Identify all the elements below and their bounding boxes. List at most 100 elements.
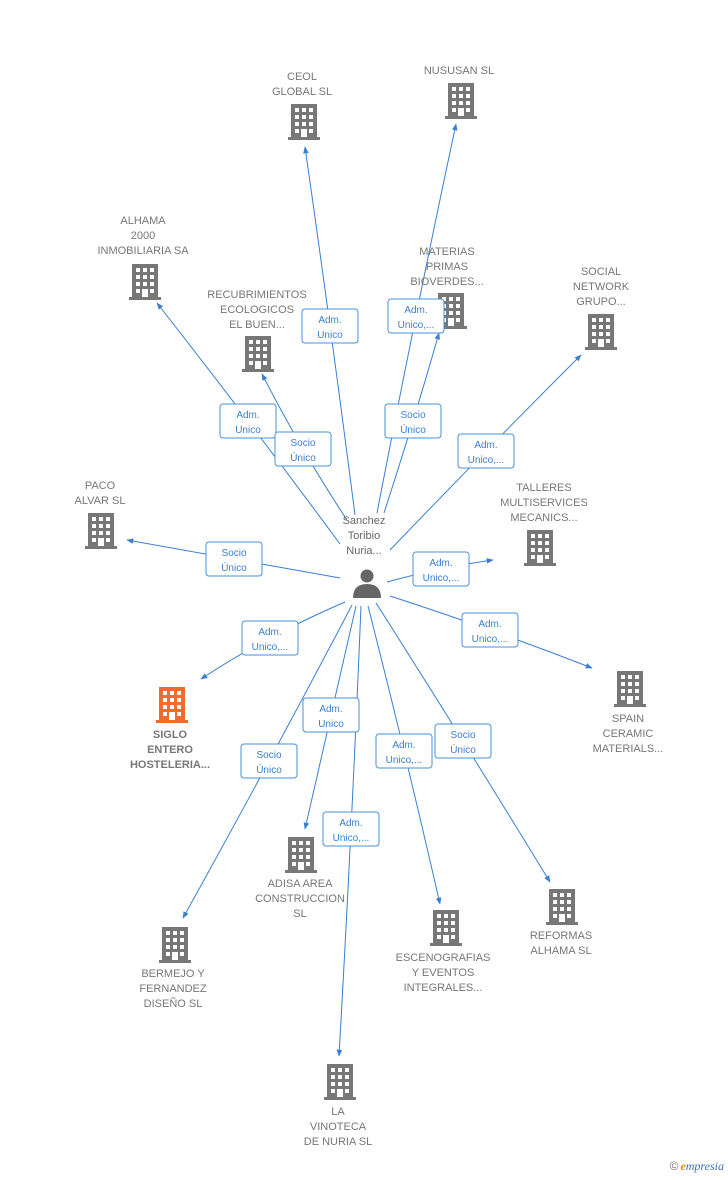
company-node-materias[interactable]: MATERIASPRIMASBIOVERDES...	[410, 246, 484, 329]
company-label-line: ALHAMA	[120, 215, 166, 227]
building-icon	[524, 530, 556, 566]
relation-text-line: Unico,...	[398, 320, 435, 331]
company-node-social[interactable]: SOCIALNETWORKGRUPO...	[573, 266, 630, 350]
company-label-line: RECUBRIMIENTOS	[207, 289, 306, 301]
company-label-line: ENTERO	[147, 744, 193, 756]
relation-text-line: Unico,...	[252, 642, 289, 653]
company-label-line: BERMEJO Y	[141, 968, 205, 980]
relation-text-line: Unico,...	[386, 755, 423, 766]
building-icon	[324, 1064, 356, 1100]
relation-text-line: Unico,...	[423, 573, 460, 584]
company-label-line: ADISA AREA	[268, 878, 333, 890]
company-label-line: TALLERES	[516, 482, 571, 494]
company-label-line: BIOVERDES...	[410, 276, 483, 288]
relation-label-spain[interactable]: Adm. Unico,...	[461, 612, 519, 648]
relation-label-ceol[interactable]: Adm.Unico	[301, 308, 359, 344]
relation-text-line: Socio	[256, 750, 281, 761]
company-label-line: PRIMAS	[426, 261, 468, 273]
building-icon	[430, 910, 462, 946]
relation-text-line: Único	[221, 561, 247, 574]
company-node-siglo[interactable]: SIGLO ENTERO HOSTELERIA...	[130, 687, 210, 771]
company-node-nususan[interactable]: NUSUSAN SL	[424, 65, 494, 119]
company-label-line: DISEÑO SL	[144, 997, 203, 1010]
relation-label-adisa[interactable]: Adm. Unico	[302, 697, 360, 733]
relation-label-siglo[interactable]: Adm.Unico,...	[241, 620, 299, 656]
building-icon	[156, 687, 188, 723]
company-label-line: MATERIALS...	[593, 743, 664, 755]
company-label-line: ECOLOGICOS	[220, 304, 294, 316]
company-label-line: HOSTELERIA...	[130, 759, 210, 771]
building-icon	[288, 104, 320, 140]
relation-text-line: Adm.	[319, 704, 342, 715]
company-label-line: INTEGRALES...	[404, 982, 483, 994]
relation-text-line: Único	[400, 423, 426, 436]
company-label-line: NETWORK	[573, 281, 630, 293]
company-label-line: 2000	[131, 230, 155, 242]
relation-label-nususan[interactable]: Adm. Unico,...	[387, 298, 445, 334]
relation-label-alhama2000[interactable]: Adm.Unico	[219, 403, 277, 439]
relation-text-line: Adm.	[478, 619, 501, 630]
company-label-line: SL	[293, 908, 306, 920]
relation-text-line: Socio	[290, 438, 315, 449]
company-label-line: LA	[331, 1106, 345, 1118]
relation-text-line: Adm.	[392, 740, 415, 751]
company-label-line: MULTISERVICES	[500, 497, 588, 509]
company-label-line: REFORMAS	[530, 930, 592, 942]
company-node-talleres[interactable]: TALLERES MULTISERVICES MECANICS...	[500, 482, 588, 566]
building-icon	[445, 83, 477, 119]
company-label-line: PACO	[85, 480, 116, 492]
company-label-line: ALHAMA SL	[530, 945, 591, 957]
company-node-spain[interactable]: SPAINCERAMICMATERIALS...	[593, 671, 664, 755]
relation-text-line: Único	[290, 451, 316, 464]
building-icon	[159, 927, 191, 963]
relation-text-line: Unico,...	[472, 634, 509, 645]
relation-label-vinoteca[interactable]: Adm. Unico,...	[322, 811, 380, 847]
relation-label-talleres[interactable]: Adm. Unico,...	[412, 551, 470, 587]
building-icon	[585, 314, 617, 350]
relation-text-line: Adm.	[236, 410, 259, 421]
company-node-reformas[interactable]: REFORMAS ALHAMA SL	[530, 889, 592, 957]
relation-text-line: Adm.	[404, 305, 427, 316]
relation-label-social[interactable]: Adm.Unico,...	[457, 433, 515, 469]
company-label-line: VINOTECA	[310, 1121, 367, 1133]
relation-text-line: Adm.	[318, 315, 341, 326]
relation-text-line: Unico	[318, 719, 344, 730]
company-label-line: ESCENOGRAFIAS	[396, 952, 491, 964]
company-label-line: SIGLO	[153, 729, 188, 741]
company-label-line: INMOBILIARIA SA	[97, 245, 189, 257]
building-icon	[85, 513, 117, 549]
building-icon	[242, 336, 274, 372]
building-icon	[285, 837, 317, 873]
company-label-line: CERAMIC	[603, 728, 654, 740]
relation-label-escenografias[interactable]: Adm. Unico,...	[375, 733, 433, 769]
person-name-line: Nuria...	[346, 545, 381, 557]
empresia-logo: ©empresia	[670, 1159, 724, 1174]
center-person[interactable]: SanchezToribioNuria...	[343, 515, 386, 598]
building-icon	[129, 264, 161, 300]
brand-initial: e	[680, 1159, 686, 1173]
company-label-line: MECANICS...	[510, 512, 577, 524]
relation-text-line: Unico,...	[333, 833, 370, 844]
relation-text-line: Adm.	[474, 440, 497, 451]
relation-text-line: Socio	[450, 730, 475, 741]
company-label-line: EL BUEN...	[229, 319, 285, 331]
company-node-recubrimientos[interactable]: RECUBRIMIENTOS ECOLOGICOS EL BUEN...	[207, 289, 307, 372]
relation-text-line: Socio	[400, 410, 425, 421]
building-icon	[546, 889, 578, 925]
relation-text-line: Adm.	[339, 818, 362, 829]
person-icon	[353, 569, 381, 598]
relation-text-line: Adm.	[429, 558, 452, 569]
